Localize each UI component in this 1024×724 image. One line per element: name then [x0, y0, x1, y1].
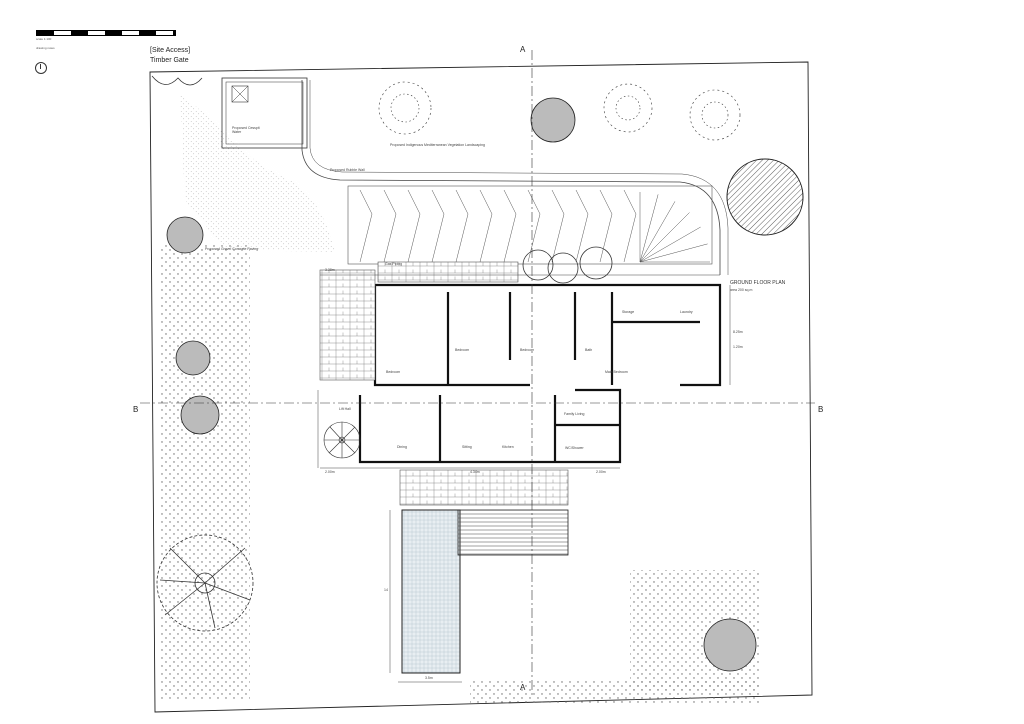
planting-strip-left — [160, 245, 250, 700]
section-a-top: A — [520, 45, 526, 54]
room-dining: Dining — [397, 445, 407, 449]
gravel-area — [180, 95, 335, 252]
large-tree-icon — [156, 534, 254, 632]
scale-text: scale 1:100 — [36, 37, 52, 41]
room-store: Storage — [622, 310, 635, 314]
site-boundary — [149, 61, 813, 713]
planting-strip-bottom — [470, 680, 760, 705]
pergola-rafter — [639, 243, 708, 263]
room-bedroom-1: Bedroom — [386, 370, 401, 374]
scale-bar — [36, 30, 176, 36]
landscaping-label: Proposed Indigenous Mediterranean Vegeta… — [390, 143, 485, 147]
pergola-rafter — [479, 189, 493, 263]
swimming-pool — [401, 509, 461, 674]
dimension-1: 3.38m — [325, 268, 335, 272]
carport-pergola — [347, 185, 713, 265]
room-family: Family Living — [564, 412, 585, 416]
pergola-rafter — [527, 189, 541, 263]
house-walls — [358, 283, 722, 464]
gravel-label: Proposed Gravel Concrete Paving — [205, 247, 259, 251]
room-laundry: Laundry — [680, 310, 693, 314]
tree-icon — [378, 81, 741, 141]
dimension-6: 1.20m — [733, 345, 743, 349]
pool-width-dim: 3.5m — [425, 676, 433, 680]
pergola-rafters — [359, 189, 710, 263]
terrace-paving — [319, 269, 376, 381]
dimension-4: 2.00m — [596, 470, 606, 474]
dimension-5: 8.25m — [733, 330, 743, 334]
dimension-2: 2.00m — [325, 470, 335, 474]
room-bedroom-2: Bedroom — [455, 348, 470, 352]
pergola-rafter — [407, 189, 421, 263]
drawing-notes: drawing notes — [36, 46, 55, 50]
hatched-tree-icon — [726, 158, 804, 236]
pergola-rafter — [639, 212, 690, 263]
room-bedroom-3: Bedroom — [520, 348, 535, 352]
pergola-rafter — [551, 189, 565, 263]
pergola-rafter — [383, 189, 397, 263]
room-sitting: Sitting — [462, 445, 472, 449]
pergola-rafter — [639, 194, 659, 263]
section-a-bottom: A — [520, 683, 526, 692]
lift-hall-label: Lift Hall — [339, 407, 351, 411]
spiral-stair-icon — [323, 421, 361, 459]
cesspit-label: Proposed Cesspit Water — [232, 126, 260, 134]
gas-label: Gas Piping — [385, 262, 403, 266]
driveway — [301, 80, 721, 275]
pergola-rafter — [575, 189, 589, 263]
timber-deck — [457, 509, 569, 556]
gate-icon — [151, 75, 203, 86]
front-steps — [399, 469, 569, 506]
pergola-rafter — [359, 189, 373, 263]
room-wc: WC/Shower — [565, 446, 584, 450]
room-kitchen: Kitchen — [502, 445, 514, 449]
pergola-rafter — [639, 201, 676, 263]
pool-length-dim: 14 — [384, 588, 388, 592]
north-arrow-icon — [35, 62, 47, 74]
plan-title: GROUND FLOOR PLAN — [730, 280, 786, 286]
rubble-wall-label: Proposed Rubble Wall — [330, 168, 365, 172]
cesspit-cover-icon — [231, 85, 249, 103]
section-b-right: B — [818, 405, 824, 414]
pergola-rafter — [503, 189, 517, 263]
pergola-rafter — [623, 189, 637, 263]
room-main-bedroom: Main Bedroom — [605, 370, 628, 374]
gas-area — [377, 261, 519, 283]
pergola-rafter — [599, 189, 613, 263]
pergola-rafter — [455, 189, 469, 263]
dimension-3: 4.34m — [470, 470, 480, 474]
pergola-rafter — [639, 226, 701, 263]
room-bath: Bath — [585, 348, 593, 352]
dimension-lines — [317, 274, 731, 683]
site-access-label: [Site Access] — [150, 47, 191, 54]
water-tank-icon — [522, 246, 613, 284]
timber-gate-label: Timber Gate — [150, 57, 189, 64]
pergola-rafter — [431, 189, 445, 263]
section-b-left: B — [133, 405, 139, 414]
shrub-icon — [166, 97, 757, 672]
cesspit — [221, 77, 308, 149]
plan-area: area 200 sq.m — [730, 288, 753, 292]
